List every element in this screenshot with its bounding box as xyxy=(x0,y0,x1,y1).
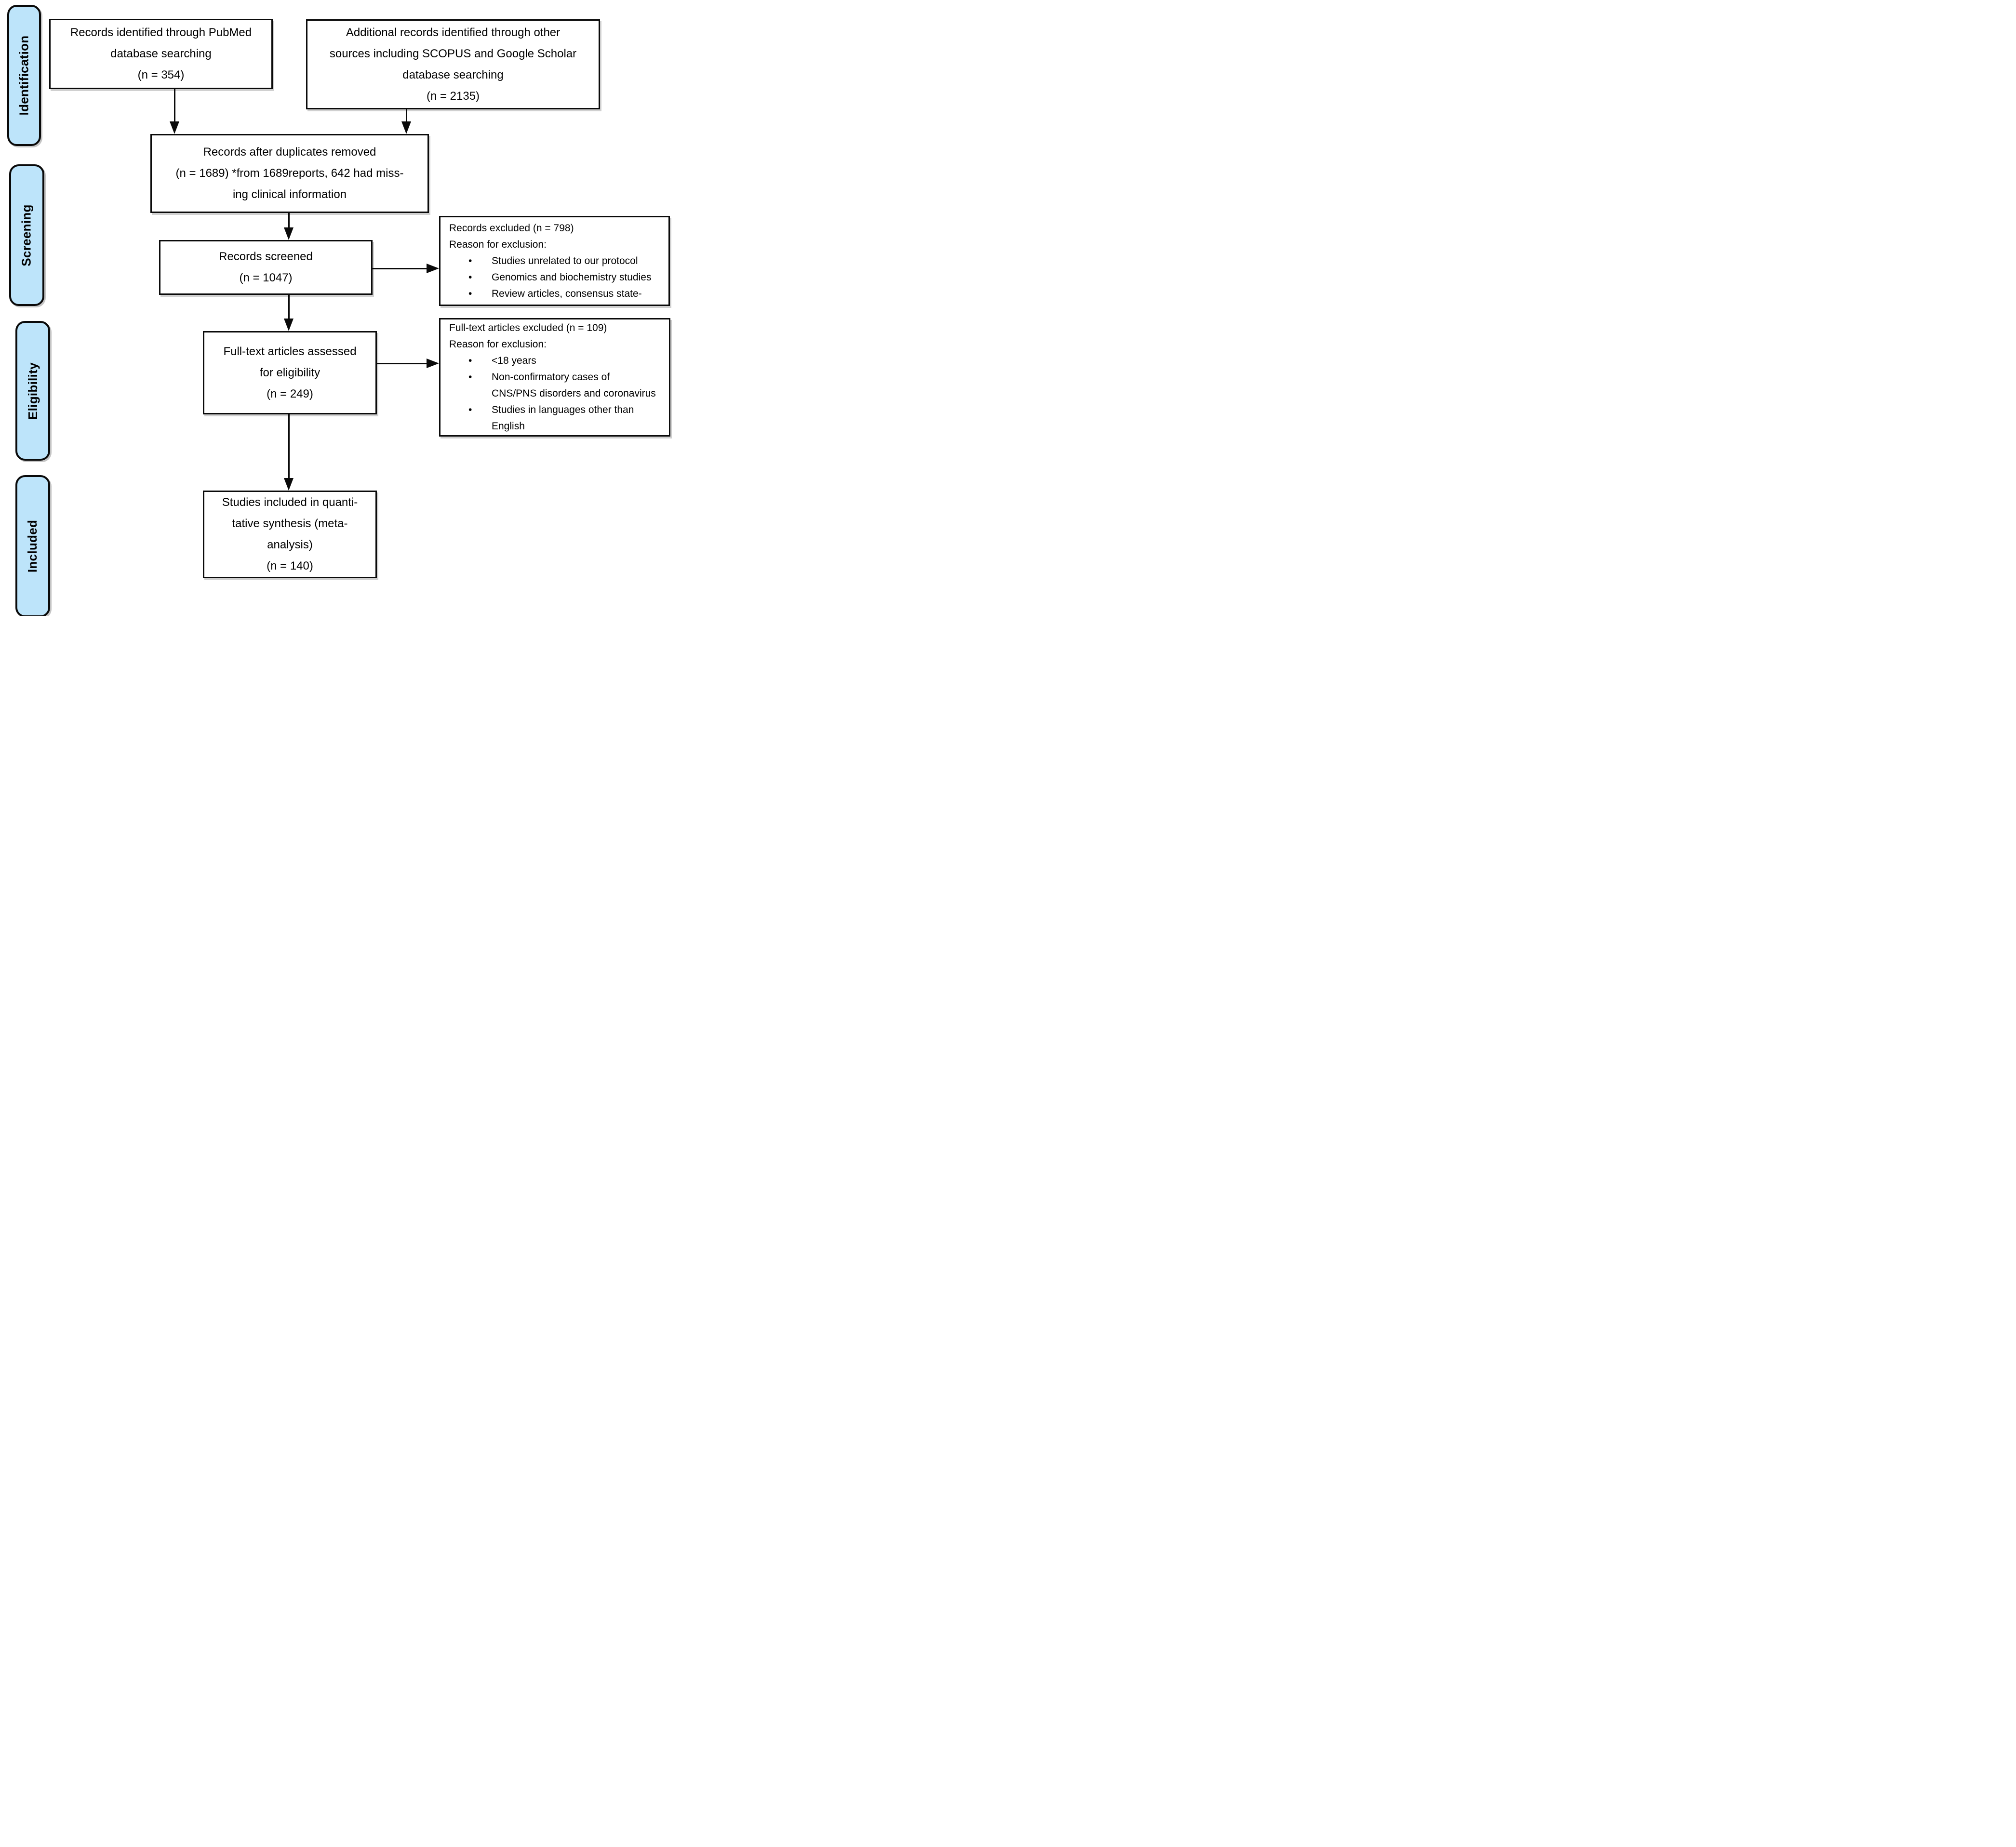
box-records-after-duplicates-removed: Records after duplicates removed (n = 16… xyxy=(150,134,429,213)
fulltext-excluded-reason-list: <18 years Non-confirmatory cases of CNS/… xyxy=(449,353,663,435)
arrow-fulltext-to-excluded-head xyxy=(427,359,439,368)
records-excluded-reason-item: Genomics and biochemistry studies xyxy=(449,269,663,286)
fulltext-excluded-reason-label: Reason for exclusion: xyxy=(449,339,547,350)
stage-eligibility-label: Eligibility xyxy=(25,362,40,420)
box-studies-included-quantitative: Studies included in quanti- tative synth… xyxy=(203,491,377,578)
arrow-screened-to-fulltext-head xyxy=(284,319,294,331)
stage-screening-label: Screening xyxy=(19,204,34,266)
arrow-fulltext-to-excluded-line xyxy=(377,363,427,364)
box-records-excluded: Records excluded (n = 798) Reason for ex… xyxy=(439,216,670,306)
fulltext-excluded-reason-item: Studies in languages other than English xyxy=(449,402,663,435)
stage-included: Included xyxy=(15,475,50,616)
stage-identification: Identification xyxy=(7,5,41,146)
records-excluded-title: Records excluded (n = 798) xyxy=(449,222,574,234)
fulltext-excluded-title: Full-text articles excluded (n = 109) xyxy=(449,322,607,333)
box-additional-records-other-sources: Additional records identified through ot… xyxy=(306,19,600,109)
box-records-identified-pubmed: Records identified through PubMed databa… xyxy=(49,19,273,89)
box-fulltext-assessed: Full-text articles assessed for eligibil… xyxy=(203,331,377,414)
records-excluded-reason-item: Studies unrelated to our protocol xyxy=(449,253,663,269)
arrow-duplicates-to-screened-line xyxy=(288,213,290,228)
records-excluded-reason-list: Studies unrelated to our protocol Genomi… xyxy=(449,253,663,302)
arrow-pubmed-to-duplicates-head xyxy=(170,121,179,134)
arrow-screened-to-excluded-head xyxy=(427,264,439,273)
arrow-fulltext-to-included-head xyxy=(284,478,294,491)
arrow-screened-to-excluded-line xyxy=(373,268,427,269)
fulltext-excluded-reason-item: Non-confirmatory cases of CNS/PNS disord… xyxy=(449,369,663,402)
prisma-flow-diagram: Identification Screening Eligibility Inc… xyxy=(0,0,672,616)
arrow-fulltext-to-included-line xyxy=(288,414,290,478)
stage-eligibility: Eligibility xyxy=(15,321,50,461)
arrow-other-sources-to-duplicates-line xyxy=(406,109,407,122)
records-excluded-reason-label: Reason for exclusion: xyxy=(449,239,547,250)
arrow-duplicates-to-screened-head xyxy=(284,227,294,240)
stage-included-label: Included xyxy=(25,519,40,573)
fulltext-excluded-reason-item: <18 years xyxy=(449,353,663,369)
records-excluded-reason-item: Review articles, consensus state- xyxy=(449,286,663,302)
arrow-other-sources-to-duplicates-head xyxy=(401,121,411,134)
box-records-screened: Records screened (n = 1047) xyxy=(159,240,373,295)
box-fulltext-excluded: Full-text articles excluded (n = 109) Re… xyxy=(439,318,670,437)
arrow-screened-to-fulltext-line xyxy=(288,295,290,319)
stage-screening: Screening xyxy=(9,164,44,306)
stage-identification-label: Identification xyxy=(16,35,31,116)
arrow-pubmed-to-duplicates-line xyxy=(174,89,175,122)
